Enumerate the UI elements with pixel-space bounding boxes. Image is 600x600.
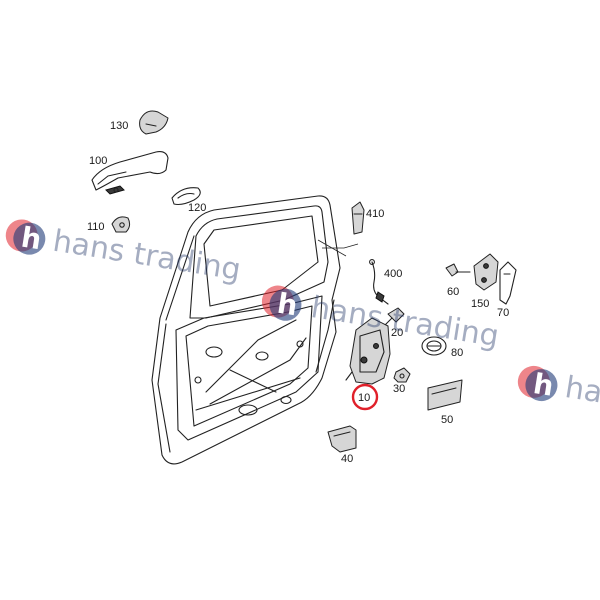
watermark-logo-blue (13, 222, 46, 255)
part-60-screw (445, 263, 471, 277)
callout-150: 150 (471, 298, 489, 310)
watermark-logo-blue (525, 369, 558, 402)
callout-80: 80 (451, 347, 463, 359)
callout-120: 120 (188, 202, 206, 214)
watermark-logo-letter: h (19, 221, 44, 257)
callout-60: 60 (447, 286, 459, 298)
highlight-part-10: 10 (351, 383, 379, 411)
part-50-cover (427, 379, 463, 411)
part-70-check-strap (499, 261, 517, 305)
part-110-cap (111, 216, 131, 233)
callout-30: 30 (393, 383, 405, 395)
callout-labels: 130 100 120 110 410 400 60 150 70 20 80 … (87, 120, 509, 465)
callout-10: 10 (358, 392, 370, 404)
callout-50: 50 (441, 414, 453, 426)
watermark-logo-letter: h (531, 367, 556, 403)
watermark-3: h hans trading (517, 365, 600, 434)
part-410-lock-knob (351, 201, 365, 235)
watermark-text: hans trading (51, 224, 244, 288)
callout-100: 100 (89, 155, 107, 167)
part-150-striker (473, 253, 499, 291)
callout-410: 410 (366, 208, 384, 220)
part-10-door-lock (345, 317, 391, 390)
part-100-outer-handle (91, 151, 169, 195)
part-80-plug (421, 336, 447, 356)
part-120-gasket (171, 187, 201, 206)
callout-70: 70 (497, 307, 509, 319)
part-400-cable (369, 259, 389, 305)
callout-400: 400 (384, 268, 402, 280)
callout-40: 40 (341, 453, 353, 465)
watermark-logo-blue (269, 288, 302, 321)
part-30-nut (393, 367, 411, 383)
callout-110: 110 (87, 221, 105, 233)
highlight-ring (351, 383, 379, 411)
part-40-bracket (327, 425, 357, 453)
watermark-text: hans trading (563, 370, 600, 434)
door-shell (151, 195, 359, 465)
part-130-handle-cover (139, 110, 169, 135)
callout-20: 20 (391, 327, 403, 339)
watermark-logo-letter: h (275, 287, 300, 323)
callout-130: 130 (110, 120, 128, 132)
